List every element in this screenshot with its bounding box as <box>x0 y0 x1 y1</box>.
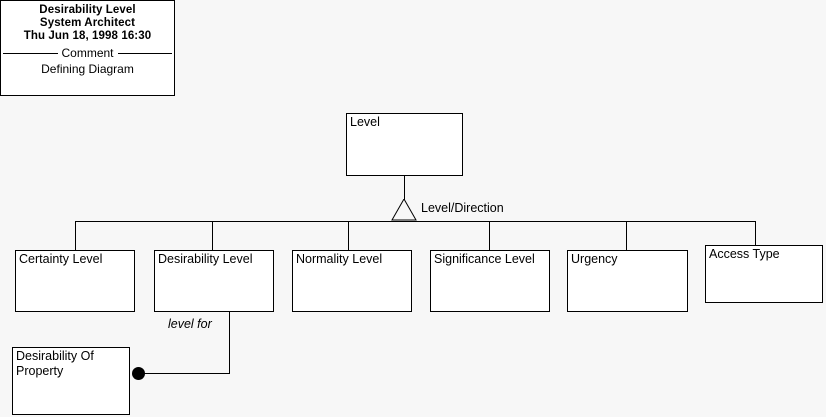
generalization-drop-access-type <box>755 221 756 245</box>
class-name-desirability-of-property: Desirability Of Property <box>16 349 94 378</box>
class-box-level[interactable]: Level <box>346 113 463 176</box>
generalization-drop-normality <box>348 221 349 250</box>
comment-text: Defining Diagram <box>41 62 134 76</box>
comment-rule-right <box>117 53 173 54</box>
class-name-access-type: Access Type <box>709 247 780 261</box>
generalization-drop-desirability <box>212 221 213 250</box>
class-name-urgency: Urgency <box>571 252 618 266</box>
association-label: level for <box>168 317 212 331</box>
title-block: Desirability Level System Architect Thu … <box>0 0 175 96</box>
comment-section-label: Comment <box>61 46 114 60</box>
generalization-stem <box>404 176 405 200</box>
class-name-certainty-level: Certainty Level <box>19 252 103 266</box>
class-box-certainty-level[interactable]: Certainty Level <box>15 250 135 312</box>
class-box-urgency[interactable]: Urgency <box>567 250 688 312</box>
generalization-drop-significance <box>489 221 490 250</box>
generalization-label: Level/Direction <box>421 201 504 215</box>
composition-dot-icon <box>132 367 145 380</box>
class-name-normality-level: Normality Level <box>296 252 383 266</box>
diagram-author: System Architect <box>39 17 136 29</box>
class-box-significance-level[interactable]: Significance Level <box>430 250 550 312</box>
diagram-timestamp: Thu Jun 18, 1998 16:30 <box>23 30 152 42</box>
generalization-drop-certainty <box>75 221 76 250</box>
class-box-access-type[interactable]: Access Type <box>705 245 823 303</box>
generalization-bus-line <box>75 221 756 222</box>
class-name-desirability-level: Desirability Level <box>158 252 253 266</box>
association-vertical-segment <box>229 312 230 374</box>
class-name-significance-level: Significance Level <box>434 252 535 266</box>
comment-rule-left <box>3 53 58 54</box>
class-box-desirability-of-property[interactable]: Desirability Of Property <box>12 347 130 415</box>
class-box-desirability-level[interactable]: Desirability Level <box>154 250 274 312</box>
comment-section-header: Comment <box>1 47 174 60</box>
generalization-triangle-icon <box>391 199 417 221</box>
association-horizontal-segment <box>140 373 230 374</box>
generalization-drop-urgency <box>626 221 627 250</box>
class-name-level: Level <box>350 115 380 129</box>
diagram-name: Desirability Level <box>39 4 136 16</box>
class-box-normality-level[interactable]: Normality Level <box>292 250 412 312</box>
